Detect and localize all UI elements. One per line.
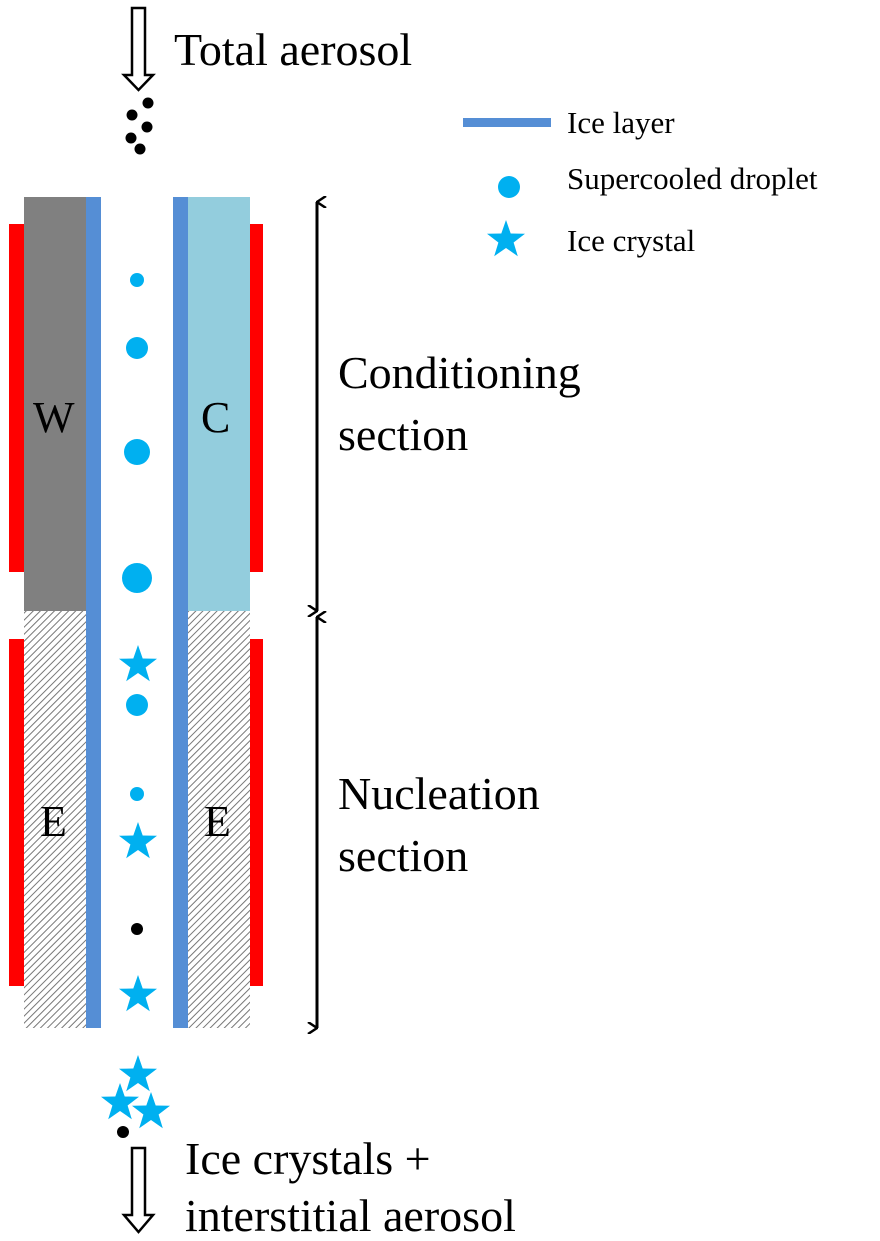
aerosol-particles bbox=[125, 97, 154, 155]
legend-crystal-label: Ice crystal bbox=[567, 223, 696, 258]
ice-crystal bbox=[101, 1083, 139, 1120]
ice-crystal bbox=[119, 645, 157, 682]
heater-left-bottom bbox=[9, 639, 24, 986]
ice-layer-right bbox=[173, 197, 188, 1028]
droplet bbox=[124, 439, 150, 465]
aerosol-particle bbox=[117, 1126, 129, 1138]
droplet bbox=[126, 694, 148, 716]
outlet-label-1: Ice crystals + bbox=[185, 1133, 431, 1184]
droplet bbox=[122, 563, 152, 593]
legend-droplet-label: Supercooled droplet bbox=[567, 161, 818, 196]
droplet bbox=[126, 337, 148, 359]
conditioning-section-label-1: Conditioning bbox=[338, 347, 581, 398]
conditioning-section-label-2: section bbox=[338, 409, 469, 460]
ice-crystal bbox=[119, 822, 157, 859]
ice-layer-left bbox=[86, 197, 101, 1028]
warm-wall-label: W bbox=[33, 393, 75, 442]
evap-wall-left-label: E bbox=[40, 797, 67, 846]
outlet-arrow-icon bbox=[121, 1146, 156, 1234]
inlet-arrow-icon bbox=[121, 6, 156, 92]
evaporation-wall-left bbox=[24, 611, 86, 1028]
evap-wall-right-label: E bbox=[204, 797, 231, 846]
legend-ice-layer-swatch bbox=[463, 118, 551, 127]
heater-right-top bbox=[250, 224, 263, 572]
warm-wall bbox=[24, 197, 86, 611]
heater-left-top bbox=[9, 224, 24, 572]
legend-ice-layer-label: Ice layer bbox=[567, 105, 675, 140]
nucleation-section-label-1: Nucleation bbox=[338, 768, 540, 819]
evaporation-wall-right bbox=[188, 611, 250, 1028]
droplet bbox=[130, 273, 144, 287]
ice-crystal bbox=[119, 1055, 157, 1092]
ice-crystal bbox=[132, 1092, 170, 1129]
legend-crystal-icon bbox=[487, 220, 525, 257]
aerosol-particle bbox=[131, 923, 143, 935]
ice-crystal bbox=[119, 975, 157, 1012]
cold-wall bbox=[188, 197, 250, 611]
legend-droplet-icon bbox=[498, 176, 520, 198]
cold-wall-label: C bbox=[201, 393, 231, 442]
nucleation-section-label-2: section bbox=[338, 830, 469, 881]
outlet-label-2: interstitial aerosol bbox=[185, 1190, 516, 1241]
droplet bbox=[130, 787, 144, 801]
inlet-label: Total aerosol bbox=[174, 24, 413, 75]
heater-right-bottom bbox=[250, 639, 263, 986]
